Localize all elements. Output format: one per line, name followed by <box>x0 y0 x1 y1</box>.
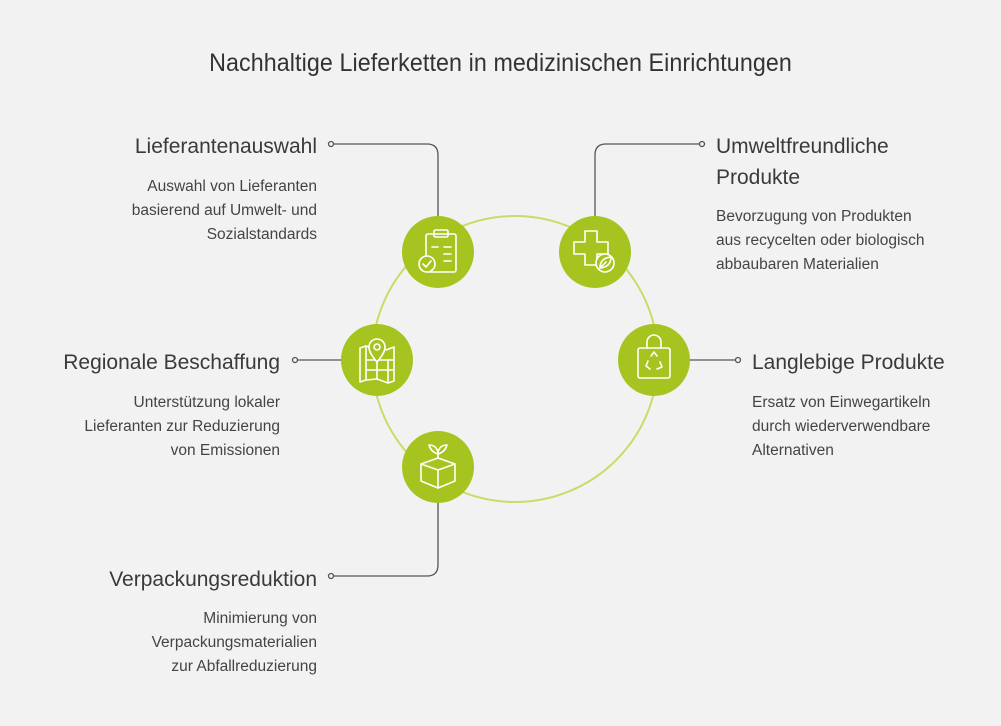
desc-lieferantenauswahl: Auswahl von Lieferanten basierend auf Um… <box>132 175 317 247</box>
medical-cross-leaf-icon <box>573 230 615 273</box>
node-umweltfreundliche <box>559 216 631 288</box>
desc-line: zur Abfallreduzierung <box>171 658 317 675</box>
desc-line: Minimierung von <box>203 610 317 627</box>
desc-line: Alternativen <box>752 442 834 459</box>
heading-langlebige: Langlebige Produkte <box>752 347 945 378</box>
connector-umweltfreundliche <box>594 143 702 216</box>
desc-line: Bevorzugung von Produkten <box>716 208 912 225</box>
desc-line: Lieferanten zur Reduzierung <box>84 418 280 435</box>
desc-line: aus recycelten oder biologisch <box>716 232 925 249</box>
recycle-bag-icon <box>637 334 671 379</box>
heading-regionale: Regionale Beschaffung <box>63 347 280 378</box>
connector-dot-regionale <box>291 356 299 364</box>
heading-line: Lieferantenauswahl <box>134 135 317 158</box>
desc-regionale: Unterstützung lokaler Lieferanten zur Re… <box>84 391 280 463</box>
desc-line: Verpackungsmaterialien <box>151 634 317 651</box>
desc-line: Unterstützung lokaler <box>133 394 280 411</box>
connector-lieferantenauswahl <box>331 143 439 216</box>
heading-line: Verpackungsreduktion <box>109 568 317 591</box>
node-regionale <box>341 324 413 396</box>
heading-line: Umweltfreundliche <box>716 135 889 158</box>
clipboard-check-icon <box>418 229 457 273</box>
desc-line: Ersatz von Einwegartikeln <box>752 394 931 411</box>
heading-umweltfreundliche: Umweltfreundliche Produkte <box>716 131 889 193</box>
desc-line: von Emissionen <box>170 442 280 459</box>
connector-dot-lieferantenauswahl <box>327 140 335 148</box>
diagram-title: Nachhaltige Lieferketten in medizinische… <box>209 49 792 77</box>
heading-line: Produkte <box>716 166 801 189</box>
desc-umweltfreundliche: Bevorzugung von Produkten aus recycelten… <box>716 205 925 277</box>
heading-line: Langlebige Produkte <box>752 351 945 374</box>
desc-line: basierend auf Umwelt- und <box>131 202 317 219</box>
heading-line: Regionale Beschaffung <box>63 351 280 374</box>
connector-verpackung <box>331 500 439 577</box>
heading-lieferantenauswahl: Lieferantenauswahl <box>135 131 317 162</box>
heading-verpackung: Verpackungsreduktion <box>109 564 317 595</box>
desc-line: durch wiederverwendbare <box>752 418 931 435</box>
node-verpackung <box>402 431 474 503</box>
map-pin-icon <box>359 338 395 384</box>
desc-line: Auswahl von Lieferanten <box>147 178 317 195</box>
desc-verpackung: Minimierung von Verpackungsmaterialien z… <box>152 607 317 679</box>
connector-dot-verpackung <box>327 572 335 580</box>
desc-langlebige: Ersatz von Einwegartikeln durch wiederve… <box>752 391 930 463</box>
box-sprout-icon <box>420 444 456 489</box>
node-lieferantenauswahl <box>402 216 474 288</box>
connector-dot-langlebige <box>734 356 742 364</box>
connectors <box>291 140 742 580</box>
desc-line: Sozialstandards <box>206 226 317 243</box>
node-langlebige <box>618 324 690 396</box>
desc-line: abbaubaren Materialien <box>716 256 879 273</box>
connector-dot-umweltfreundliche <box>698 140 706 148</box>
